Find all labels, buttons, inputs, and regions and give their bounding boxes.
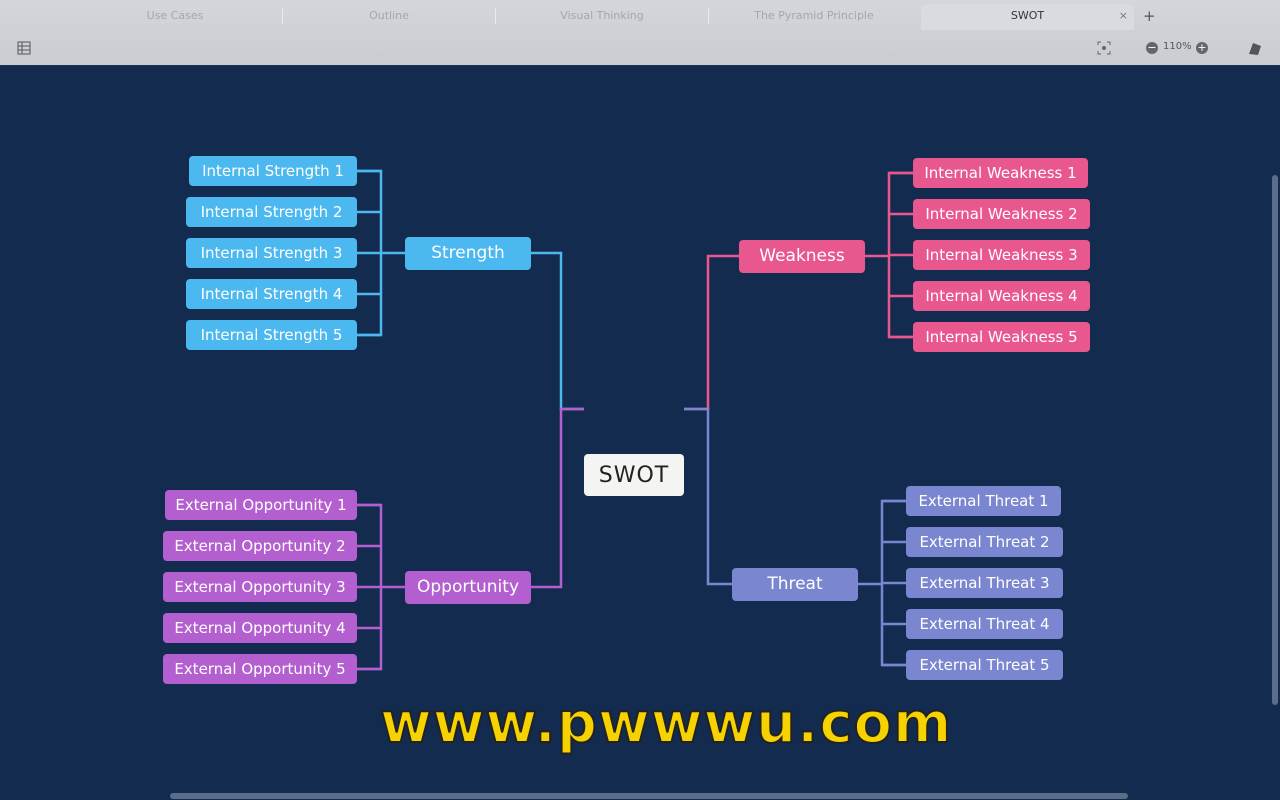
tab-divider (495, 8, 496, 24)
new-tab-button[interactable]: + (1143, 7, 1156, 25)
top-bar: Use Cases Outline Visual Thinking The Py… (0, 0, 1280, 66)
opportunity-child-node[interactable]: External Opportunity 5 (163, 654, 357, 684)
tab-use-cases[interactable]: Use Cases (146, 9, 204, 22)
strength-child-node[interactable]: Internal Strength 5 (186, 320, 357, 350)
threat-branch-node[interactable]: Threat (732, 567, 858, 601)
tab-visual-thinking[interactable]: Visual Thinking (560, 9, 644, 22)
opportunity-child-node[interactable]: External Opportunity 3 (163, 572, 357, 602)
opportunity-connector (531, 407, 584, 589)
weakness-child-node[interactable]: Internal Weakness 5 (913, 322, 1090, 352)
weakness-child-node[interactable]: Internal Weakness 3 (913, 240, 1090, 270)
tab-swot[interactable]: SWOT × (921, 4, 1134, 30)
horizontal-scrollbar[interactable] (170, 793, 1128, 799)
zoom-out-button[interactable]: − (1146, 41, 1158, 54)
fit-view-icon[interactable] (1097, 41, 1111, 58)
tab-outline[interactable]: Outline (369, 9, 409, 22)
threat-child-node[interactable]: External Threat 2 (906, 527, 1063, 557)
strength-child-node[interactable]: Internal Strength 4 (186, 279, 357, 309)
opportunity-child-node[interactable]: External Opportunity 1 (165, 490, 357, 520)
strength-connector (531, 251, 584, 411)
threat-child-node[interactable]: External Threat 3 (906, 568, 1063, 598)
mind-map-canvas[interactable]: SWOT Internal Strength 1 Internal Strengt… (0, 66, 1280, 800)
opportunity-child-node[interactable]: External Opportunity 2 (163, 531, 357, 561)
connector-lines (357, 169, 913, 671)
threat-child-node[interactable]: External Threat 1 (906, 486, 1061, 516)
weakness-child-node[interactable]: Internal Weakness 2 (913, 199, 1090, 229)
strength-branch-node[interactable]: Strength (405, 236, 531, 270)
weakness-connector (684, 254, 739, 411)
threat-child-node[interactable]: External Threat 5 (906, 650, 1063, 680)
zoom-in-button[interactable]: + (1196, 41, 1208, 54)
opportunity-branch-node[interactable]: Opportunity (405, 570, 531, 604)
threat-connector (684, 407, 732, 586)
theme-icon[interactable] (1247, 40, 1263, 59)
close-tab-icon[interactable]: × (1118, 9, 1128, 22)
zoom-level: 110% (1163, 41, 1192, 52)
tab-divider (282, 8, 283, 24)
strength-child-node[interactable]: Internal Strength 1 (189, 156, 357, 186)
vertical-scrollbar[interactable] (1272, 175, 1278, 705)
tab-pyramid-principle[interactable]: The Pyramid Principle (754, 9, 874, 22)
watermark: www.pwwwu.com (379, 691, 953, 757)
opportunity-child-node[interactable]: External Opportunity 4 (163, 613, 357, 643)
strength-child-node[interactable]: Internal Strength 3 (186, 238, 357, 268)
outline-view-icon[interactable] (17, 41, 31, 58)
weakness-child-node[interactable]: Internal Weakness 1 (913, 158, 1088, 188)
root-node-swot[interactable]: SWOT (584, 454, 684, 496)
threat-child-node[interactable]: External Threat 4 (906, 609, 1063, 639)
tab-label: SWOT (1010, 9, 1045, 22)
weakness-child-node[interactable]: Internal Weakness 4 (913, 281, 1090, 311)
strength-child-node[interactable]: Internal Strength 2 (186, 197, 357, 227)
weakness-branch-node[interactable]: Weakness (739, 239, 865, 273)
tab-divider (708, 8, 709, 24)
